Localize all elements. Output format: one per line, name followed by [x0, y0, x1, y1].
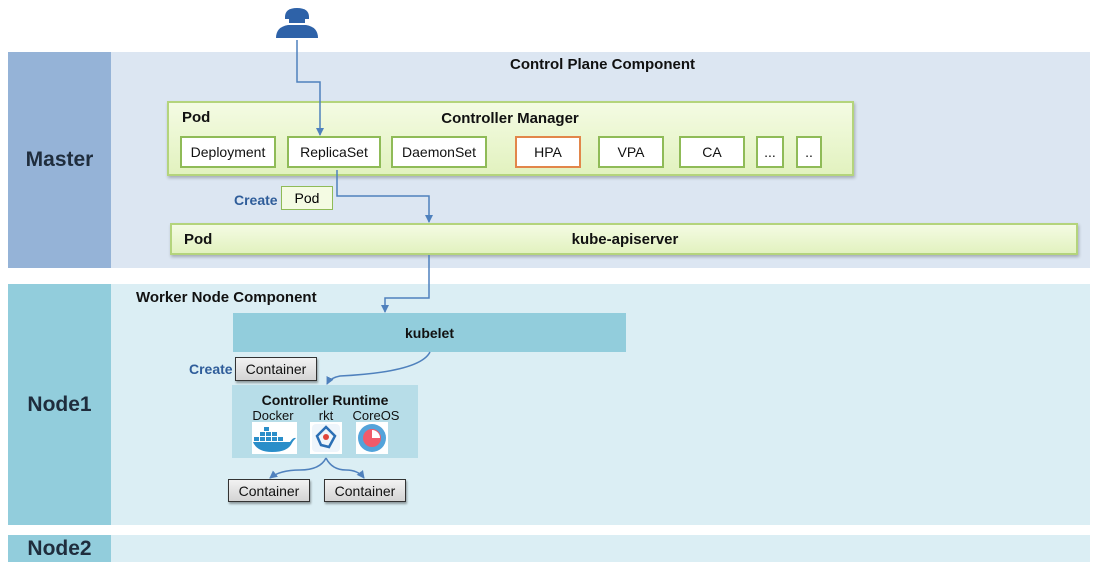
runtime-coreos-label: CoreOS — [352, 407, 400, 423]
control-plane-title: Control Plane Component — [510, 55, 695, 73]
controller-more-1[interactable]: ... — [756, 136, 784, 168]
node1-label: Node1 — [8, 284, 111, 525]
controller-daemonset[interactable]: DaemonSet — [391, 136, 487, 168]
docker-icon — [252, 422, 297, 454]
controller-runtime-title: Controller Runtime — [261, 392, 389, 408]
user-icon — [274, 6, 320, 38]
runtime-rkt-label: rkt — [318, 407, 334, 423]
master-label: Master — [8, 52, 111, 268]
rkt-icon — [310, 422, 342, 454]
controller-vpa[interactable]: VPA — [598, 136, 664, 168]
coreos-icon — [356, 422, 388, 454]
node2-region — [111, 535, 1090, 562]
create-container-label: Create — [189, 361, 233, 377]
controller-replicaset[interactable]: ReplicaSet — [287, 136, 381, 168]
container-1[interactable]: Container — [228, 479, 310, 502]
controller-manager-pod-label: Pod — [182, 109, 211, 126]
kube-apiserver-title: kube-apiserver — [571, 230, 679, 248]
worker-node-title: Worker Node Component — [136, 289, 317, 306]
kube-apiserver-pod-label: Pod — [184, 231, 213, 248]
controller-hpa[interactable]: HPA — [515, 136, 581, 168]
controller-more-2[interactable]: .. — [796, 136, 822, 168]
controller-ca[interactable]: CA — [679, 136, 745, 168]
created-container[interactable]: Container — [235, 357, 317, 381]
runtime-docker-label: Docker — [252, 407, 294, 423]
controller-deployment[interactable]: Deployment — [180, 136, 276, 168]
created-pod[interactable]: Pod — [281, 186, 333, 210]
container-2[interactable]: Container — [324, 479, 406, 502]
create-pod-label: Create — [234, 192, 278, 208]
node2-label: Node2 — [8, 535, 111, 562]
controller-manager-title: Controller Manager — [441, 109, 579, 127]
kube-apiserver-pod[interactable] — [170, 223, 1078, 255]
kubelet[interactable]: kubelet — [233, 313, 626, 352]
